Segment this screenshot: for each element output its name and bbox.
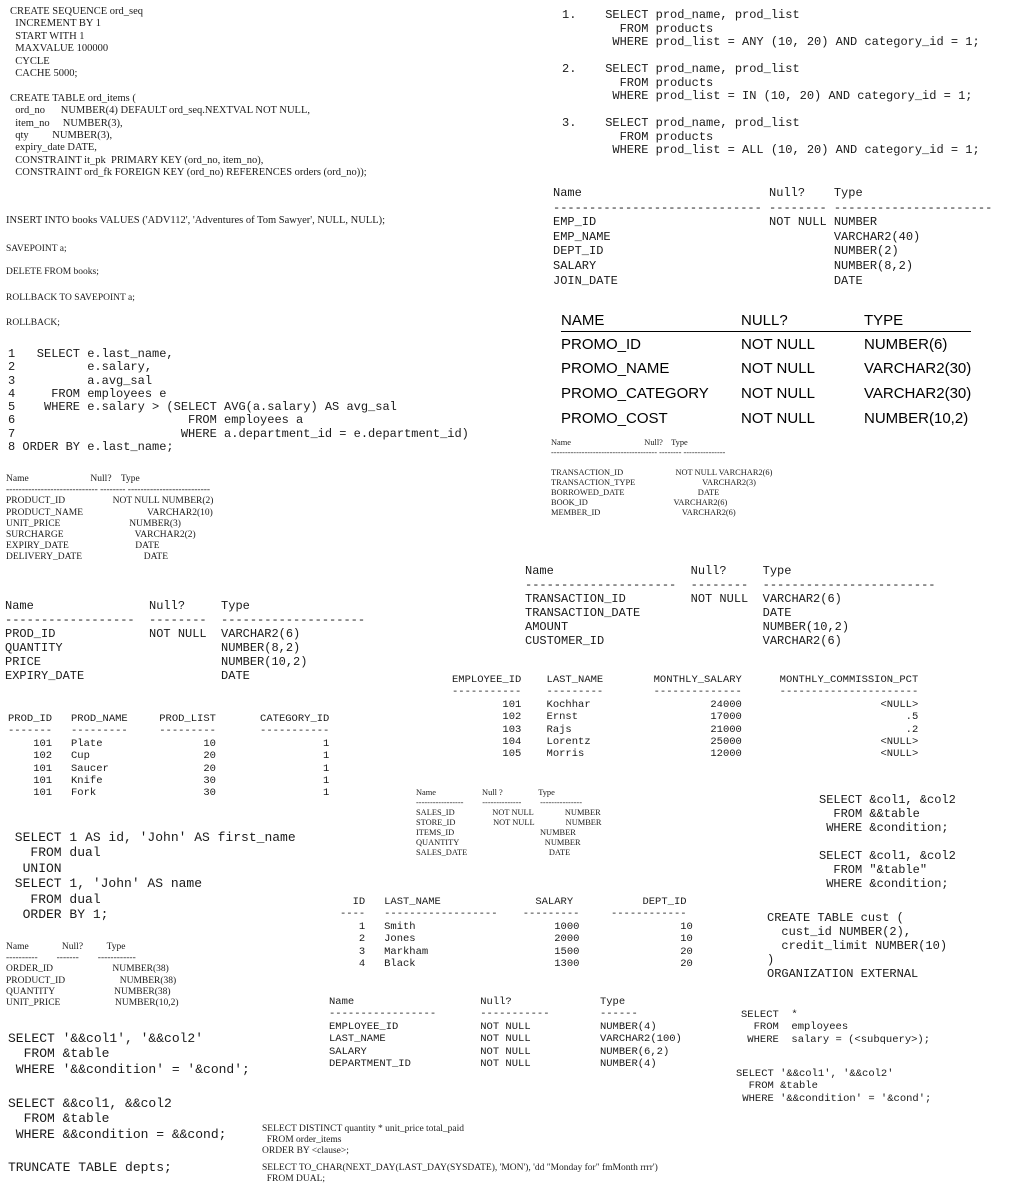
- promo-describe-table: NAME NULL? TYPE PROMO_ID NOT NULL NUMBER…: [561, 309, 971, 430]
- avg-salary-query: 1 SELECT e.last_name, 2 e.salary, 3 a.av…: [8, 347, 469, 455]
- cell-name: PROMO_NAME: [561, 360, 670, 378]
- cell-null: NOT NULL: [741, 384, 815, 402]
- table-row: PROMO_COST NOT NULL NUMBER(10,2): [561, 406, 971, 431]
- table-row: PROMO_NAME NOT NULL VARCHAR2(30): [561, 357, 971, 382]
- sales-describe-table: Name Null ? Type ----------------- -----…: [416, 788, 602, 857]
- employees-describe-table: Name Null? Type ----------------- ------…: [329, 996, 682, 1071]
- rollback-statement: ROLLBACK;: [6, 318, 60, 328]
- cell-type: NUMBER(6): [864, 335, 948, 353]
- products-data-rows: PROD_ID PROD_NAME PROD_LIST CATEGORY_ID …: [8, 713, 330, 800]
- to-char-next-day-query: SELECT TO_CHAR(NEXT_DAY(LAST_DAY(SYSDATE…: [262, 1163, 658, 1185]
- cell-null: NOT NULL: [741, 335, 815, 353]
- cell-name: PROMO_COST: [561, 409, 668, 427]
- cell-null: NOT NULL: [741, 409, 815, 427]
- cell-type: VARCHAR2(30): [864, 360, 972, 378]
- cell-name: PROMO_CATEGORY: [561, 384, 709, 402]
- transaction-describe-table-1: Name Null? Type ------------------------…: [551, 438, 773, 517]
- substitution-query-3: SELECT &col1, &col2 FROM &&table WHERE &…: [819, 793, 956, 891]
- column-name-header: NAME: [561, 311, 605, 329]
- substitution-query-4: SELECT '&&col1', '&&col2' FROM &table WH…: [736, 1068, 932, 1105]
- employee-data-rows: ID LAST_NAME SALARY DEPT_ID ---- -------…: [340, 896, 693, 971]
- savepoint-statement: SAVEPOINT a;: [6, 244, 67, 254]
- monthly-salary-rows: EMPLOYEE_ID LAST_NAME MONTHLY_SALARY MON…: [452, 674, 919, 761]
- product-describe-table: Name Null? Type ------------------------…: [6, 474, 214, 563]
- subquery-statement: SELECT * FROM employees WHERE salary = (…: [741, 1009, 931, 1046]
- transaction-describe-table-2: Name Null? Type --------------------- --…: [525, 564, 936, 648]
- insert-statement: INSERT INTO books VALUES ('ADV112', 'Adv…: [6, 215, 386, 226]
- substitution-query-1: SELECT '&&col1', '&&col2' FROM &table WH…: [8, 1031, 250, 1077]
- distinct-total-paid-query: SELECT DISTINCT quantity * unit_price to…: [262, 1124, 465, 1157]
- cell-type: NUMBER(10,2): [864, 409, 969, 427]
- rollback-to-savepoint-statement: ROLLBACK TO SAVEPOINT a;: [6, 293, 135, 303]
- cell-type: VARCHAR2(30): [864, 384, 972, 402]
- column-type-header: TYPE: [864, 311, 904, 329]
- cell-null: NOT NULL: [741, 360, 815, 378]
- substitution-query-2: SELECT &&col1, &&col2 FROM &table WHERE …: [8, 1096, 227, 1142]
- create-sequence-and-table-sql: CREATE SEQUENCE ord_seq INCREMENT BY 1 S…: [10, 6, 367, 179]
- table-row: PROMO_ID NOT NULL NUMBER(6): [561, 332, 971, 357]
- order-items-describe-table: Name Null? Type ---------- ------- -----…: [6, 942, 179, 1009]
- table-row: PROMO_CATEGORY NOT NULL VARCHAR2(30): [561, 381, 971, 406]
- truncate-statement: TRUNCATE TABLE depts;: [8, 1160, 172, 1175]
- union-query: SELECT 1 AS id, 'John' AS first_name FRO…: [14, 830, 296, 923]
- external-table-sql: CREATE TABLE cust ( cust_id NUMBER(2), c…: [767, 911, 948, 981]
- column-null-header: NULL?: [741, 311, 788, 329]
- delete-statement: DELETE FROM books;: [6, 267, 99, 277]
- prod-describe-table: Name Null? Type ------------------ -----…: [5, 599, 366, 683]
- cell-name: PROMO_ID: [561, 335, 642, 353]
- any-in-all-queries: 1. SELECT prod_name, prod_list FROM prod…: [562, 8, 980, 157]
- emp-describe-table: Name Null? Type ------------------------…: [553, 186, 993, 288]
- promo-table-header: NAME NULL? TYPE: [561, 309, 971, 332]
